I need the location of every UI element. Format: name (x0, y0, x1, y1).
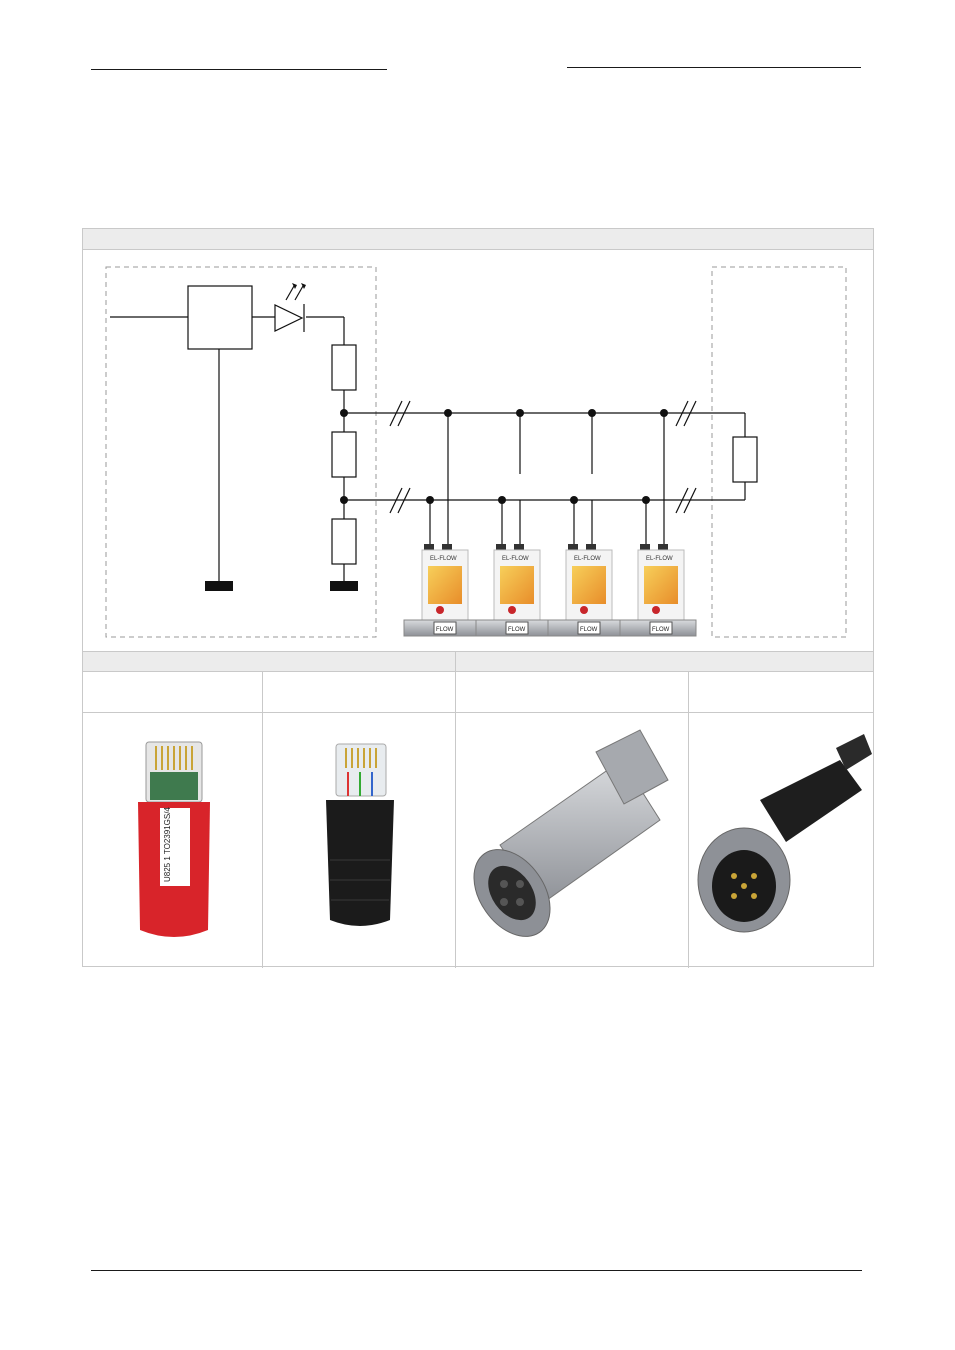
header-rule-left (91, 69, 387, 70)
header-row-bottom (83, 712, 873, 713)
section-band-divider (455, 651, 456, 671)
figure-top-band (83, 229, 873, 249)
section-divider-top (83, 651, 873, 652)
footer-rule (91, 1270, 862, 1271)
wiring-figure (82, 228, 874, 968)
section-divider-bottom (83, 671, 873, 672)
section-band (83, 651, 873, 671)
col-divider-1 (262, 671, 263, 968)
header-rule-right (567, 67, 861, 68)
band-divider (83, 249, 873, 250)
col-divider-3 (688, 671, 689, 968)
col-divider-2 (455, 671, 456, 968)
